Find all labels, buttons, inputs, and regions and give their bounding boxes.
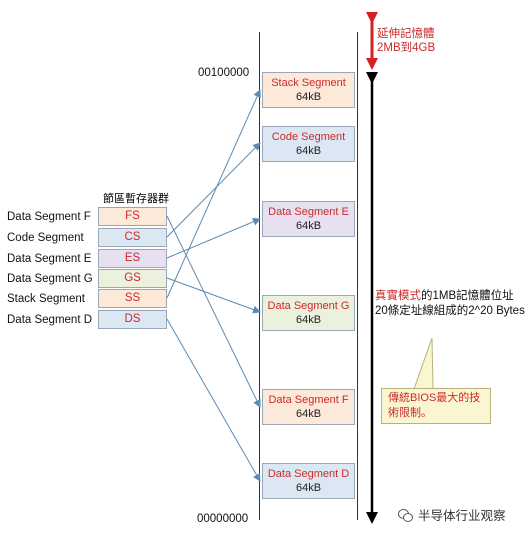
address-bottom: 00000000 <box>197 513 249 525</box>
memory-segment-data-e: Data Segment E 64kB <box>262 201 355 237</box>
real-mode-note: 真實模式的1MB記憶體位址 20條定址線組成的2^20 Bytes <box>375 289 527 319</box>
register-group-title: 節區暫存器群 <box>103 193 169 205</box>
memory-column <box>259 32 358 520</box>
register-label: Stack Segment <box>7 293 85 305</box>
register-ss: SS <box>98 289 167 308</box>
extended-memory-line2: 2MB到4GB <box>377 42 436 54</box>
register-es: ES <box>98 249 167 268</box>
register-label: Data Segment G <box>7 273 93 285</box>
segment-size: 64kB <box>295 91 322 103</box>
register-label: Data Segment F <box>7 211 91 223</box>
arrow-gs-to-data-g <box>166 277 261 314</box>
arrow-ss-to-stack <box>166 89 261 299</box>
bios-limit-callout: 傳統BIOS最大的技術限制。 <box>381 388 491 424</box>
register-gs: GS <box>98 269 167 288</box>
memory-segment-stack: Stack Segment 64kB <box>262 72 355 108</box>
segment-size: 64kB <box>295 145 322 157</box>
segment-name: Data Segment F <box>268 394 349 406</box>
segment-size: 64kB <box>295 408 322 420</box>
wechat-icon <box>398 508 413 522</box>
segment-name: Stack Segment <box>271 77 346 89</box>
register-cs: CS <box>98 228 167 247</box>
memory-segment-code: Code Segment 64kB <box>262 126 355 162</box>
register-fs: FS <box>98 207 167 226</box>
segment-name: Code Segment <box>271 131 346 143</box>
real-mode-line1: 的1MB記憶體位址 <box>421 290 514 302</box>
arrow-ds-to-data-d <box>166 318 261 482</box>
extended-memory-line1: 延伸記憶體 <box>377 28 435 40</box>
watermark: 半导体行业观察 <box>398 505 506 524</box>
register-label: Data Segment E <box>7 253 92 265</box>
register-label: Data Segment D <box>7 314 93 326</box>
memory-segment-data-d: Data Segment D 64kB <box>262 463 355 499</box>
real-mode-line2: 20條定址線組成的2^20 Bytes <box>375 305 525 317</box>
memory-segment-data-g: Data Segment G 64kB <box>262 295 355 331</box>
segment-size: 64kB <box>295 482 322 494</box>
arrow-cs-to-code <box>166 142 261 238</box>
memory-segment-data-f: Data Segment F 64kB <box>262 389 355 425</box>
watermark-text: 半导体行业观察 <box>418 509 506 523</box>
register-label: Code Segment <box>7 232 84 244</box>
address-top: 00100000 <box>198 67 250 79</box>
segment-name: Data Segment G <box>267 300 350 312</box>
register-ds: DS <box>98 310 167 329</box>
arrow-fs-to-data-f <box>166 215 261 408</box>
callout-pointer <box>413 337 434 390</box>
segment-name: Data Segment D <box>267 468 350 480</box>
segment-size: 64kB <box>295 220 322 232</box>
extended-memory-label: 延伸記憶體 2MB到4GB <box>377 27 435 55</box>
segment-size: 64kB <box>295 314 322 326</box>
real-mode-highlight: 真實模式 <box>375 290 421 302</box>
segment-name: Data Segment E <box>268 206 349 218</box>
arrow-es-to-data-e <box>166 218 261 259</box>
